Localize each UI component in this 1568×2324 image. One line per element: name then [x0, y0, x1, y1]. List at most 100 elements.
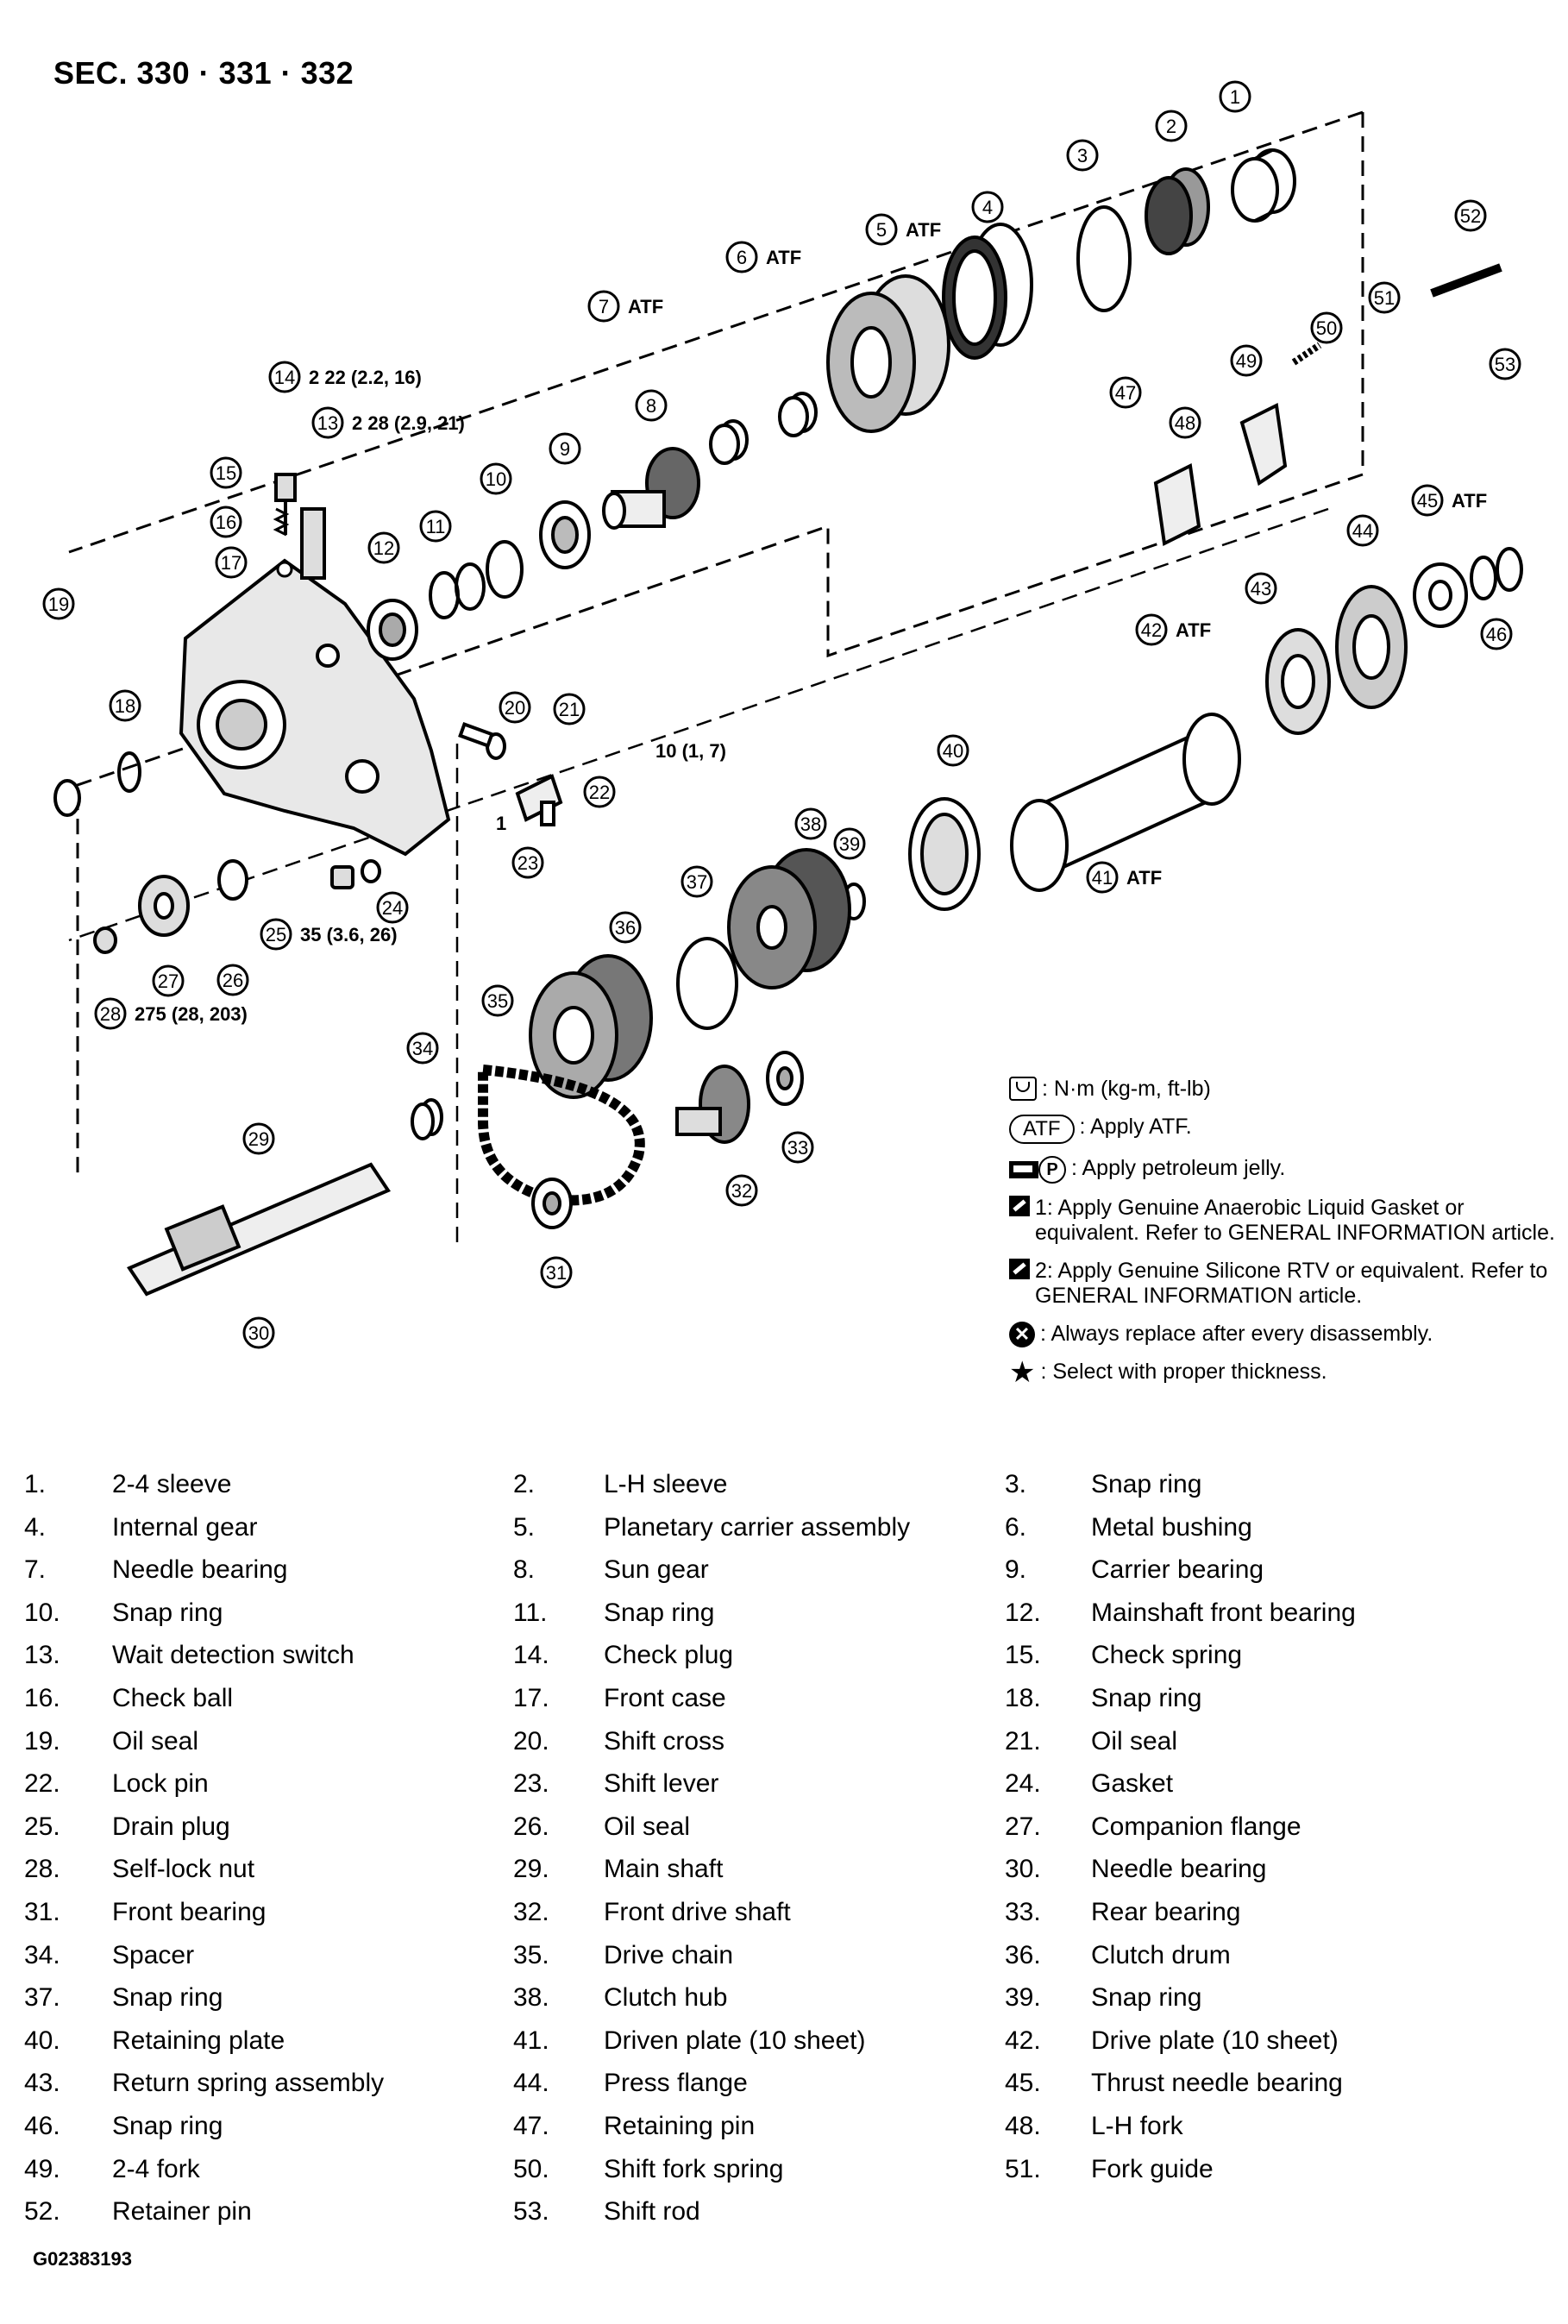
oil-seal-26-drawing [217, 859, 248, 901]
callout-circle [480, 462, 512, 495]
part-name: Rear bearing [1091, 1897, 1241, 1926]
internal-gear-4-drawing [942, 223, 1033, 360]
part-number: 32. [513, 1897, 549, 1926]
callout-44: 44 [1346, 514, 1379, 547]
sun-gear-8-drawing [602, 447, 700, 530]
callout-12: 12 [367, 531, 400, 564]
snap-ring-11-drawing [429, 562, 486, 619]
part-number: 33. [1005, 1897, 1041, 1926]
callout-number: 20 [505, 697, 525, 719]
part-name: Snap ring [112, 1983, 223, 2013]
part-number: 4. [24, 1512, 47, 1542]
callout-15: 15 [210, 456, 242, 489]
callout-53: 53 [1489, 348, 1521, 380]
callout-circle [781, 1131, 814, 1164]
part-name: Retainer pin [112, 2197, 252, 2227]
legend-text: : Apply ATF. [1079, 1114, 1192, 1139]
needle-bearing-7-drawing [709, 419, 749, 465]
callout-circle [1489, 348, 1521, 380]
callout-39: 39 [833, 827, 866, 860]
callout-11: 11 [419, 510, 452, 543]
callout-number: 4 [982, 197, 993, 218]
callout-number: 47 [1115, 382, 1136, 404]
retaining-plate-40-drawing [908, 797, 981, 911]
callout-circle [499, 691, 531, 724]
callout-circle [1155, 110, 1188, 142]
planetary-carrier-5-drawing [826, 274, 950, 433]
part-number: 36. [1005, 1940, 1041, 1969]
callout-26: 26 [216, 964, 249, 996]
callout-circle [1454, 199, 1487, 232]
part-name: Metal bushing [1091, 1512, 1252, 1542]
callout-number: 1 [1230, 86, 1240, 108]
callout-circle [865, 213, 898, 246]
callout-number: 30 [248, 1322, 269, 1344]
legend-row-gasket-2: 2: Apply Genuine Silicone RTV or equival… [1009, 1258, 1561, 1310]
part-number: 42. [1005, 2026, 1041, 2055]
part-number: 5. [513, 1512, 536, 1542]
callout-circle [609, 911, 642, 944]
callout-number: 53 [1495, 354, 1515, 375]
callout-circle [216, 964, 249, 996]
part-name: Retaining pin [604, 2111, 756, 2140]
callout-circle [210, 506, 242, 538]
return-spring-43-drawing [1265, 628, 1331, 735]
callout-number: 37 [687, 871, 707, 893]
callout-circle [42, 587, 75, 620]
part-number: 30. [1005, 1855, 1041, 1884]
front-bearing-12-drawing [367, 599, 418, 661]
legend-text: : Always replace after every disassembly… [1040, 1321, 1433, 1346]
part-name: Shift lever [604, 1769, 719, 1799]
part-name: Driven plate (10 sheet) [604, 2026, 866, 2055]
callout-annotation: 275 (28, 203) [135, 1003, 248, 1025]
callout-number: 36 [615, 917, 636, 939]
part-name: Mainshaft front bearing [1091, 1598, 1356, 1627]
check-spring-15-drawing [273, 507, 290, 537]
front-case-drawing [179, 558, 451, 857]
callout-18: 18 [109, 689, 141, 722]
gasket-24-drawing [361, 859, 381, 883]
part-number: 41. [513, 2026, 549, 2055]
callout-number: 49 [1236, 350, 1257, 372]
callout-number: 40 [943, 740, 963, 762]
part-number: 20. [513, 1726, 549, 1756]
legend-row-gasket-1: 1: Apply Genuine Anaerobic Liquid Gasket… [1009, 1195, 1561, 1247]
part-name: Shift cross [604, 1726, 725, 1756]
part-number: 10. [24, 1598, 60, 1627]
callout-number: 13 [317, 412, 338, 434]
part-number: 44. [513, 2069, 549, 2098]
part-number: 15. [1005, 1641, 1041, 1670]
atf-icon: ATF [1009, 1114, 1075, 1144]
part-number: 28. [24, 1855, 60, 1884]
part-name: L-H fork [1091, 2111, 1183, 2140]
part-number: 38. [513, 1983, 549, 2013]
part-name: Spacer [112, 1940, 195, 1969]
part-name: Return spring assembly [112, 2069, 385, 2098]
callout-33: 33 [781, 1131, 814, 1164]
part-name: Front case [604, 1683, 726, 1712]
callout-number: 35 [487, 990, 508, 1012]
callout-circle [794, 807, 827, 840]
drain-plug-25-drawing [330, 865, 354, 889]
callout-circle [971, 191, 1004, 223]
callout-48: 48 [1169, 406, 1201, 439]
part-name: Check plug [604, 1641, 734, 1670]
callout-number: 3 [1077, 145, 1088, 166]
torque-icon [1009, 1077, 1037, 1101]
part-name: Carrier bearing [1091, 1555, 1264, 1585]
callout-number: 45 [1417, 490, 1438, 512]
callout-10: 10 [480, 462, 512, 495]
clutch-hub-38-drawing [727, 848, 851, 989]
part-name: Snap ring [1091, 1983, 1202, 2013]
spacer-34-drawing [411, 1098, 443, 1140]
